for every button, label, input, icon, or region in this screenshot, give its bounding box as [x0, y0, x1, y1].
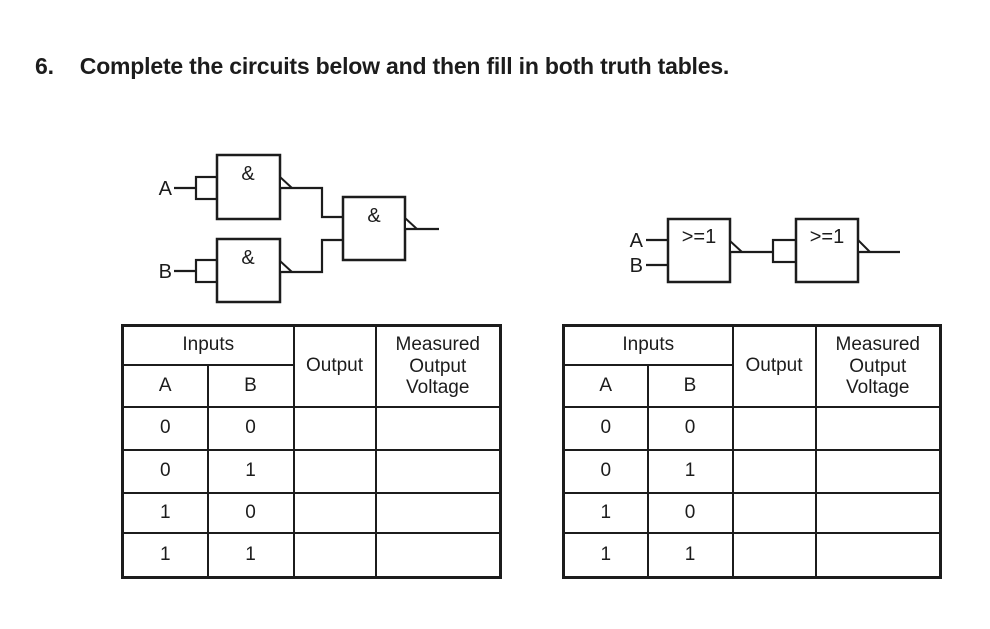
cell-output-blank	[731, 448, 817, 494]
cell-measured-blank	[814, 531, 942, 579]
cell-measured-blank	[814, 448, 942, 494]
cell-output-blank	[292, 531, 377, 579]
cell-a: 1	[562, 531, 649, 579]
cell-measured-blank	[374, 448, 502, 494]
cell-measured-blank	[374, 491, 502, 534]
input-a-label: A	[630, 230, 644, 252]
nor-gate-2-box	[794, 217, 860, 284]
wire-gate1-to-gate3	[280, 186, 343, 219]
cell-output-blank	[731, 491, 817, 534]
cell-measured-blank	[814, 491, 942, 534]
cell-b: 1	[206, 531, 295, 579]
input-b-label: B	[630, 255, 643, 277]
header-col-a: A	[562, 363, 649, 408]
input-b-label: B	[159, 261, 172, 283]
nand-circuit-diagram: A B & & &	[159, 153, 439, 304]
header-col-b: B	[646, 363, 734, 408]
header-output: Output	[292, 324, 377, 408]
negation-mark-gate-3	[404, 215, 420, 230]
nand-gate-3-label: &	[367, 205, 381, 227]
cell-a: 1	[121, 531, 209, 579]
table-row: 0 0	[121, 405, 502, 451]
input-connector-box	[771, 238, 798, 264]
nor-gate-1-label: >=1	[682, 226, 716, 248]
table-row: 1 0	[562, 491, 942, 534]
table-row: 0 1	[562, 448, 942, 494]
header-col-b: B	[206, 363, 295, 408]
nand-gate-2-label: &	[241, 247, 255, 269]
wire-gate2-to-gate3	[280, 238, 343, 274]
question-number: 6.	[35, 53, 54, 79]
negation-mark-gate-1	[279, 174, 295, 189]
cell-output-blank	[292, 448, 377, 494]
cell-b: 1	[646, 448, 734, 494]
cell-output-blank	[292, 405, 377, 451]
cell-output-blank	[292, 491, 377, 534]
cell-b: 0	[646, 405, 734, 451]
input-a-label: A	[159, 178, 173, 200]
cell-b: 0	[206, 491, 295, 534]
header-measured-output-voltage: Measured Output Voltage	[374, 324, 502, 408]
cell-output-blank	[731, 531, 817, 579]
nor-gate-2-label: >=1	[810, 226, 844, 248]
cell-a: 1	[562, 491, 649, 534]
header-inputs: Inputs	[121, 324, 295, 366]
table-row: 1 0	[121, 491, 502, 534]
header-inputs: Inputs	[562, 324, 734, 366]
header-output: Output	[731, 324, 817, 408]
header-measured-output-voltage: Measured Output Voltage	[814, 324, 942, 408]
table-row: 1 1	[121, 531, 502, 579]
cell-a: 1	[121, 491, 209, 534]
negation-mark-gate-2	[857, 237, 873, 253]
input-connector-box-1	[194, 175, 219, 201]
nor-circuit-diagram: A B >=1 >=1	[630, 217, 900, 284]
cell-measured-blank	[374, 405, 502, 451]
truth-table-right: Inputs Output Measured Output Voltage A …	[562, 324, 942, 579]
nand-gate-3-box	[341, 195, 407, 262]
cell-measured-blank	[814, 405, 942, 451]
cell-b: 1	[646, 531, 734, 579]
negation-mark-gate-2	[279, 258, 295, 273]
nand-gate-1-label: &	[241, 163, 255, 185]
table-row: 0 0	[562, 405, 942, 451]
table-row: 1 1	[562, 531, 942, 579]
cell-a: 0	[121, 405, 209, 451]
question-text: Complete the circuits below and then fil…	[79, 53, 730, 79]
cell-b: 0	[646, 491, 734, 534]
cell-a: 0	[562, 405, 649, 451]
header-col-a: A	[121, 363, 209, 408]
table-row: 0 1	[121, 448, 502, 494]
cell-a: 0	[562, 448, 649, 494]
question-title: 6. Complete the circuits below and then …	[35, 53, 729, 80]
cell-measured-blank	[374, 531, 502, 579]
cell-output-blank	[731, 405, 817, 451]
negation-mark-gate-1	[729, 238, 745, 253]
input-connector-box-2	[194, 258, 219, 284]
cell-b: 1	[206, 448, 295, 494]
cell-b: 0	[206, 405, 295, 451]
cell-a: 0	[121, 448, 209, 494]
truth-table-left: Inputs Output Measured Output Voltage A …	[121, 324, 502, 579]
